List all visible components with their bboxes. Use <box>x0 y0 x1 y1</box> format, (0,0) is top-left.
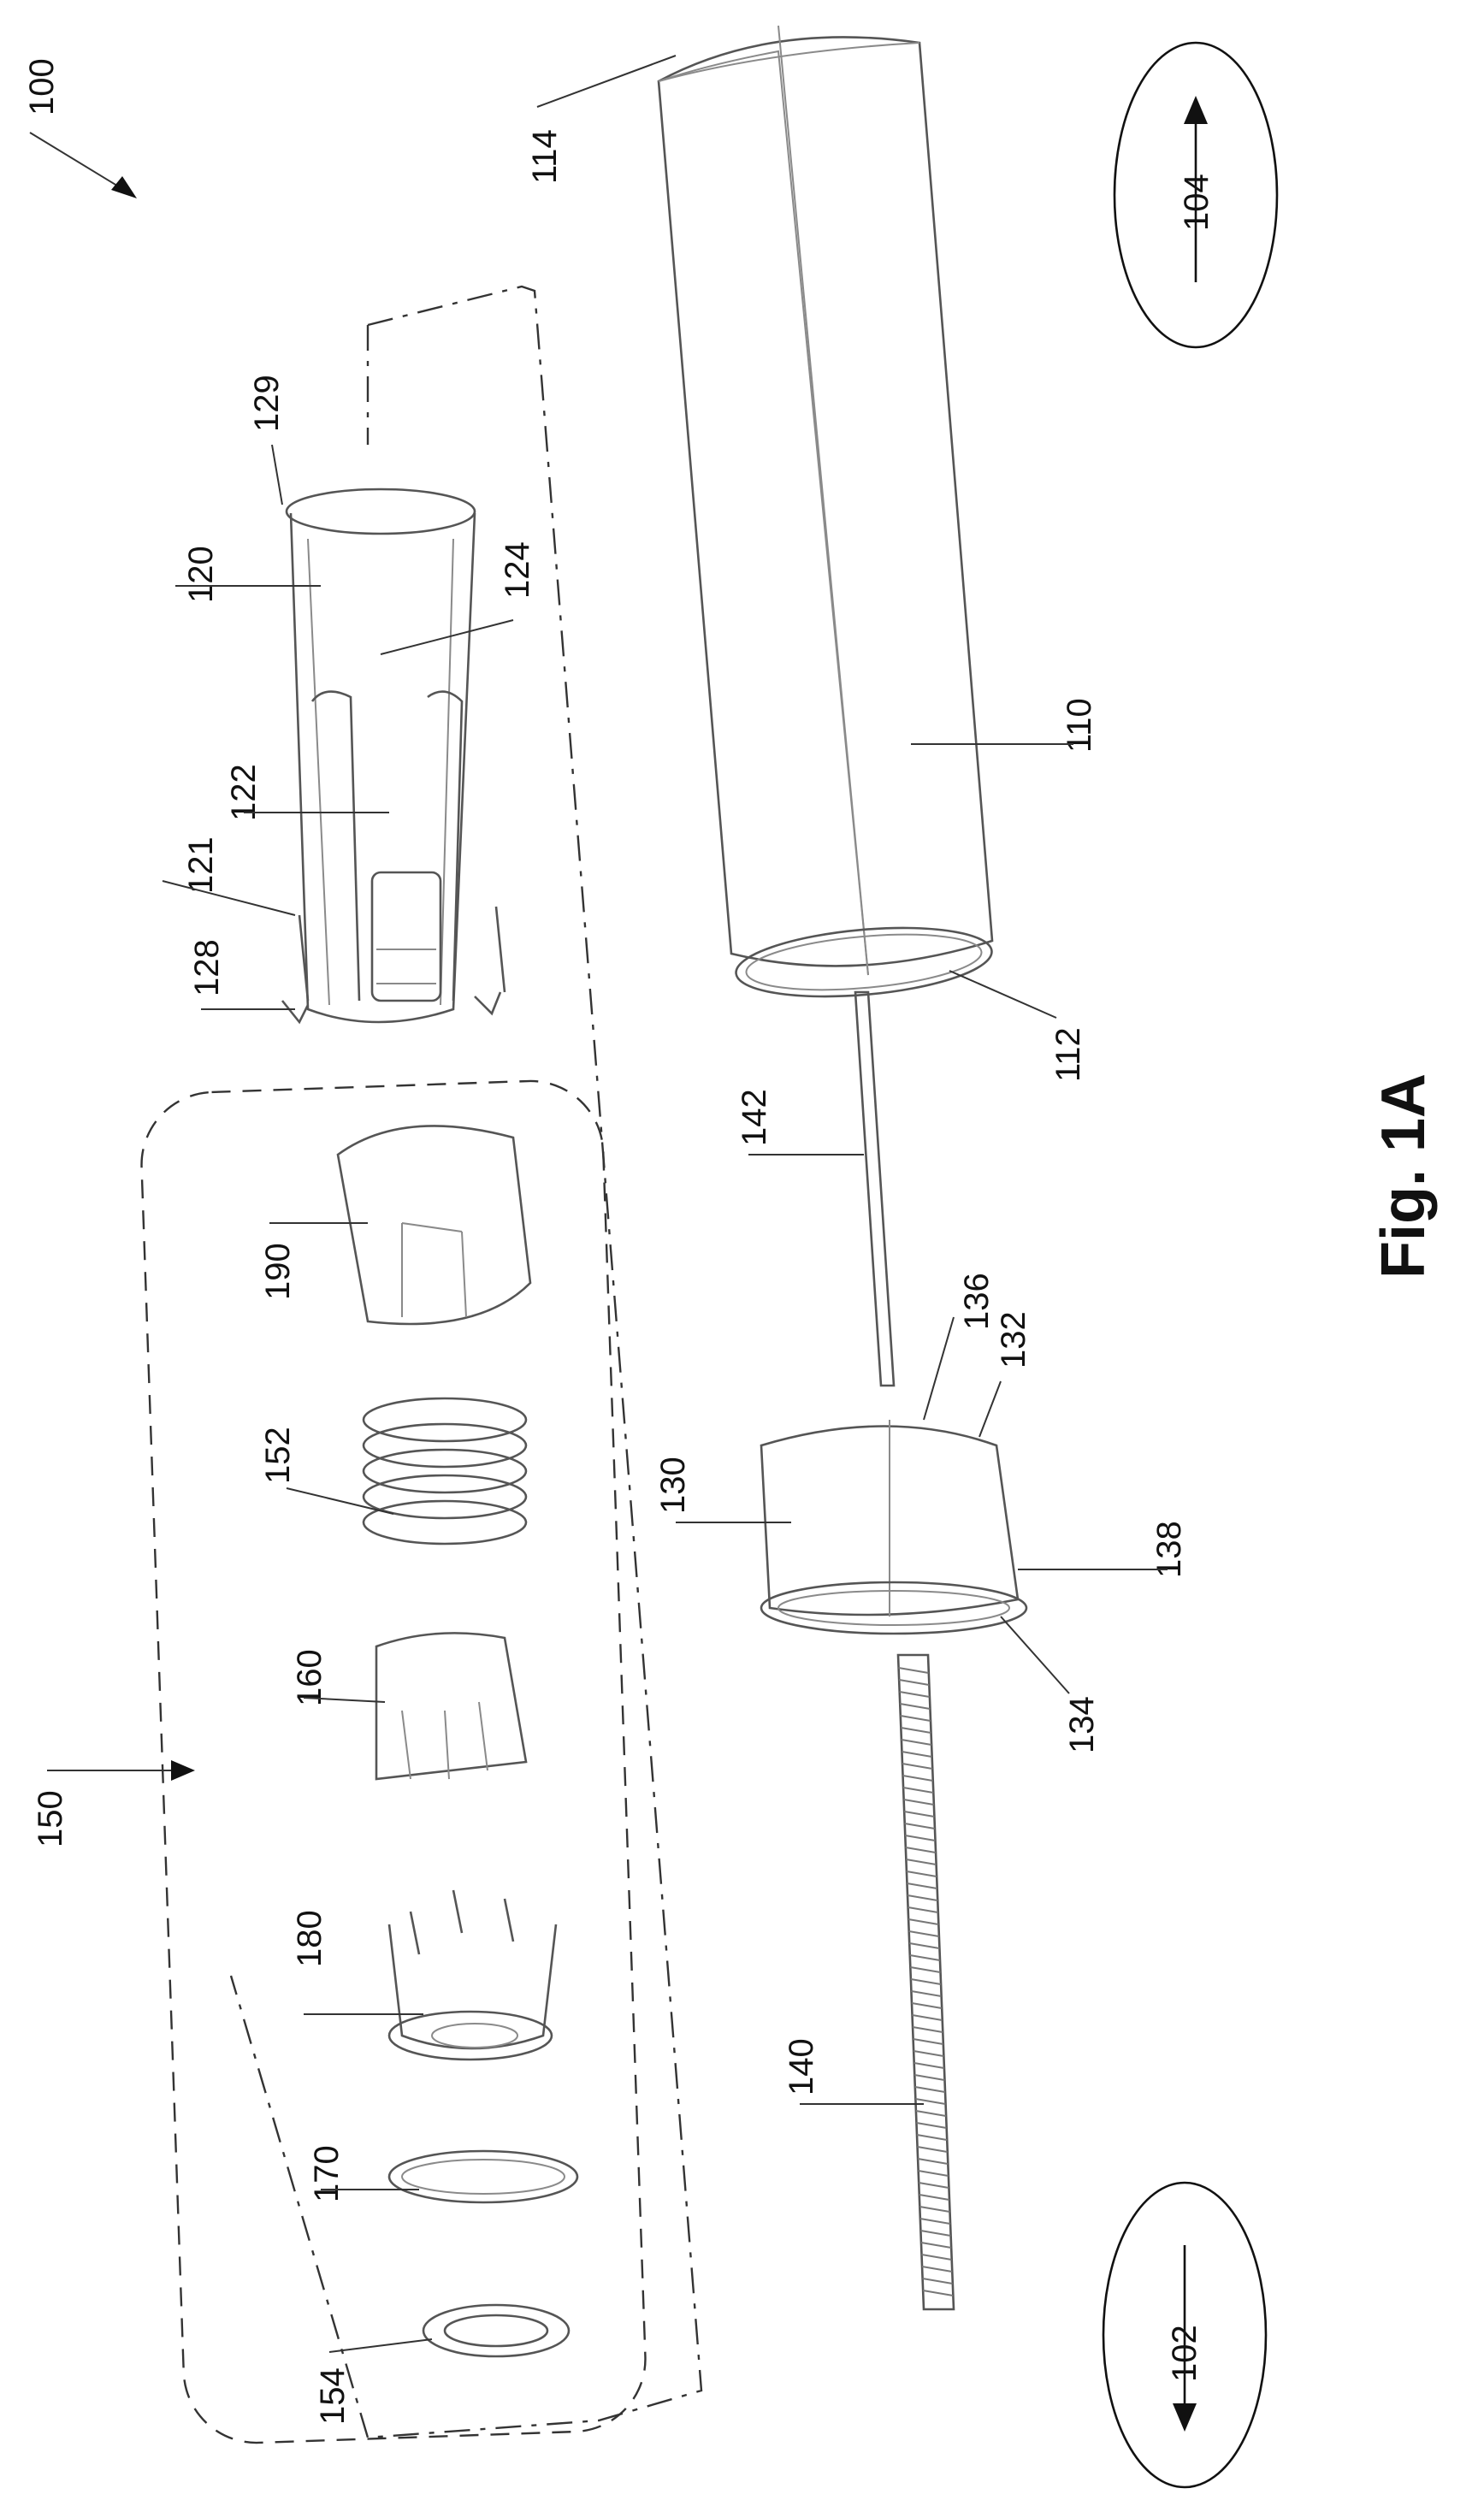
housing-110 <box>659 26 995 1006</box>
thread-mark <box>909 1943 939 1948</box>
threaded-rod-140 <box>898 1655 954 2309</box>
label-152: 152 <box>259 1427 297 1484</box>
thread-mark <box>914 2063 944 2068</box>
label-112: 112 <box>1049 1027 1087 1082</box>
assembly-reference: 100 <box>23 58 137 198</box>
label-140: 140 <box>783 2038 820 2095</box>
thread-mark <box>906 1859 936 1865</box>
thread-mark <box>919 2195 949 2200</box>
label-130: 130 <box>654 1457 692 1514</box>
kit-150-boundary <box>139 1079 648 2445</box>
thread-mark <box>916 2111 946 2116</box>
label-124: 124 <box>499 541 536 599</box>
sleeve-190 <box>338 1126 530 1324</box>
thread-mark <box>916 2123 946 2128</box>
thread-mark <box>914 2075 944 2080</box>
thread-mark <box>911 1979 941 1984</box>
label-134: 134 <box>1063 1696 1101 1753</box>
thread-mark <box>904 1800 934 1805</box>
label-114: 114 <box>526 129 564 184</box>
label-121: 121 <box>182 836 220 894</box>
thread-mark <box>906 1847 936 1853</box>
thread-mark <box>903 1776 933 1781</box>
label-104: 104 <box>1178 174 1215 231</box>
thread-mark <box>923 2290 953 2296</box>
thread-mark <box>907 1883 937 1888</box>
thread-mark <box>913 2051 943 2056</box>
direction-104-indicator: 104 <box>1114 43 1277 347</box>
thread-mark <box>908 1895 937 1900</box>
thread-mark <box>923 2278 953 2284</box>
label-150: 150 <box>32 1790 69 1847</box>
thread-mark <box>917 2135 947 2140</box>
thread-mark <box>901 1728 931 1733</box>
thread-mark <box>920 2219 950 2224</box>
thread-mark <box>905 1835 935 1841</box>
label-136: 136 <box>958 1273 996 1330</box>
label-180: 180 <box>291 1910 328 1967</box>
thread-mark <box>904 1812 934 1817</box>
thread-mark <box>905 1823 935 1829</box>
washer-154 <box>423 2305 569 2356</box>
direction-102-arrowhead <box>1173 2403 1197 2432</box>
spring-152 <box>364 1398 526 1544</box>
thread-mark <box>919 2207 949 2212</box>
label-120: 120 <box>182 546 220 603</box>
thread-mark <box>919 2183 949 2188</box>
thread-mark <box>919 2171 949 2176</box>
thread-mark <box>908 1919 938 1924</box>
thread-mark <box>909 1931 939 1936</box>
thread-mark <box>910 1955 940 1960</box>
thread-mark <box>907 1871 937 1877</box>
thread-mark <box>921 2243 951 2248</box>
thread-mark <box>912 2003 942 2008</box>
thread-mark <box>918 2159 948 2164</box>
thread-mark <box>910 1967 940 1972</box>
thread-mark <box>900 1692 930 1697</box>
label-190: 190 <box>259 1243 297 1300</box>
thread-mark <box>902 1752 931 1757</box>
thread-mark <box>903 1788 933 1793</box>
ring-170 <box>389 2151 577 2202</box>
direction-102-indicator: 102 <box>1103 2183 1266 2487</box>
thread-marks <box>899 1668 954 2296</box>
thread-mark <box>911 1991 941 1996</box>
thread-mark <box>921 2255 951 2260</box>
cog-160 <box>376 1633 526 1779</box>
label-142: 142 <box>736 1089 773 1146</box>
thread-mark <box>900 1704 930 1709</box>
label-129: 129 <box>248 375 286 432</box>
thread-mark <box>920 2231 950 2236</box>
label-100: 100 <box>23 58 61 115</box>
thread-mark <box>918 2147 948 2152</box>
thread-mark <box>899 1668 929 1673</box>
thread-mark <box>908 1907 938 1912</box>
label-170: 170 <box>308 2145 346 2202</box>
thread-mark <box>902 1740 931 1745</box>
thread-mark <box>899 1680 929 1685</box>
thread-mark <box>913 2039 943 2044</box>
pin-142 <box>855 992 894 1386</box>
insert-120 <box>282 489 505 1022</box>
thread-mark <box>913 2027 943 2032</box>
crown-180 <box>389 1890 556 2060</box>
thread-mark <box>922 2267 952 2272</box>
insert-envelope <box>231 287 701 2438</box>
thread-mark <box>913 2015 943 2020</box>
label-128: 128 <box>188 939 226 996</box>
label-132: 132 <box>995 1311 1032 1368</box>
figure-caption: Fig. 1A <box>1369 1073 1438 1279</box>
thread-mark <box>901 1716 931 1721</box>
thread-mark <box>915 2087 945 2092</box>
label-154: 154 <box>314 2367 352 2425</box>
thread-mark <box>902 1764 932 1769</box>
direction-104-arrowhead <box>1184 96 1208 124</box>
cap-130 <box>761 1420 1026 1634</box>
label-102: 102 <box>1166 2325 1203 2382</box>
